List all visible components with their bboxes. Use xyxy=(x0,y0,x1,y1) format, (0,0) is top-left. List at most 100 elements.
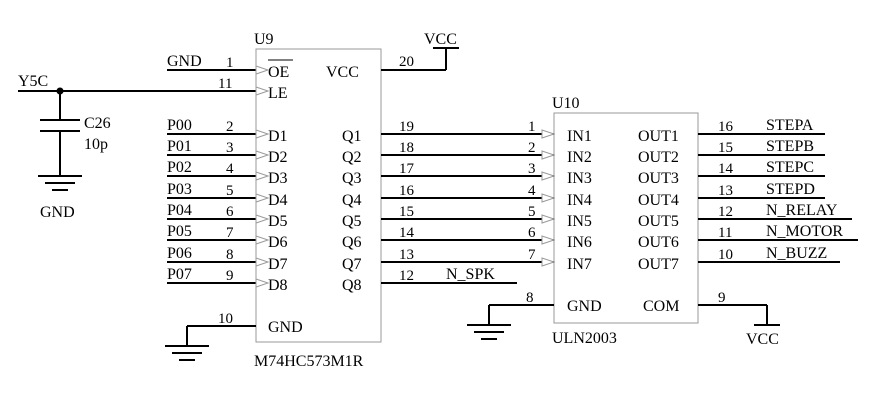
u10-pin-out6: 11 OUT6 N_MOTOR xyxy=(638,223,858,251)
svg-text:COM: COM xyxy=(643,298,679,315)
u10-input-markers xyxy=(541,129,556,267)
u9-pin-vcc: 20 VCC VCC xyxy=(326,31,459,81)
svg-text:IN5: IN5 xyxy=(567,213,592,230)
svg-text:D6: D6 xyxy=(268,234,288,251)
svg-text:Q8: Q8 xyxy=(342,277,362,294)
svg-text:10: 10 xyxy=(218,311,233,327)
net-label-stepb: STEPB xyxy=(766,138,814,155)
ground-symbol-u9 xyxy=(165,345,209,361)
net-label-n-spk: N_SPK xyxy=(446,266,495,283)
svg-text:OUT4: OUT4 xyxy=(638,192,679,209)
svg-text:Q6: Q6 xyxy=(342,234,362,251)
u10-pin-out4: 13 OUT4 STEPD xyxy=(638,181,825,209)
svg-text:Q2: Q2 xyxy=(342,149,362,166)
svg-text:16: 16 xyxy=(718,119,734,135)
u9-pin-d5: 6 P04 D5 xyxy=(167,202,288,230)
ground-symbol-u10 xyxy=(467,324,511,340)
u9-pin-q7: 13 Q7 xyxy=(342,247,554,273)
svg-text:OUT5: OUT5 xyxy=(638,213,679,230)
svg-text:10: 10 xyxy=(718,247,733,263)
u9-pin-le: 11 LE xyxy=(60,76,288,102)
svg-text:13: 13 xyxy=(399,247,414,263)
net-label-stepa: STEPA xyxy=(766,117,814,134)
u10-pin-in1: 1 IN1 xyxy=(528,119,592,145)
svg-text:7: 7 xyxy=(528,247,536,263)
svg-text:15: 15 xyxy=(399,204,414,220)
u10-pin-in6: 6 IN6 xyxy=(528,225,592,251)
svg-text:GND: GND xyxy=(567,298,602,315)
svg-text:5: 5 xyxy=(528,204,536,220)
svg-text:IN1: IN1 xyxy=(567,128,592,145)
svg-text:P00: P00 xyxy=(167,117,192,134)
svg-text:D2: D2 xyxy=(268,149,288,166)
svg-text:IN4: IN4 xyxy=(567,192,592,209)
svg-text:VCC: VCC xyxy=(326,64,359,81)
svg-text:14: 14 xyxy=(718,161,734,177)
u9-designator: U9 xyxy=(254,31,274,48)
svg-text:3: 3 xyxy=(528,161,536,177)
svg-text:2: 2 xyxy=(226,119,234,135)
u10-designator: U10 xyxy=(552,95,580,112)
svg-text:15: 15 xyxy=(718,140,733,156)
svg-text:D5: D5 xyxy=(268,213,288,230)
net-label-n-buzz: N_BUZZ xyxy=(766,245,827,262)
u9-pin-d8: 9 P07 D8 xyxy=(167,266,288,294)
svg-text:8: 8 xyxy=(526,290,534,306)
u9-pin-q6: 14 Q6 xyxy=(342,225,554,251)
svg-text:9: 9 xyxy=(718,290,726,306)
u10-pin-in3: 3 IN3 xyxy=(528,161,592,187)
net-label-y5c: Y5C xyxy=(18,73,48,90)
svg-text:13: 13 xyxy=(718,183,733,199)
u10-pin-out1: 16 OUT1 STEPA xyxy=(638,117,825,145)
svg-text:11: 11 xyxy=(718,225,732,241)
svg-text:IN3: IN3 xyxy=(567,170,592,187)
svg-text:OUT7: OUT7 xyxy=(638,256,679,273)
u10-pin-com: 9 COM VCC xyxy=(643,290,780,348)
u9-pin-d3: 4 P02 D3 xyxy=(167,159,288,187)
svg-text:D1: D1 xyxy=(268,128,288,145)
svg-text:17: 17 xyxy=(399,161,415,177)
svg-text:Q3: Q3 xyxy=(342,170,362,187)
svg-text:P01: P01 xyxy=(167,138,192,155)
svg-text:11: 11 xyxy=(218,76,232,92)
u9-pin-q3: 17 Q3 xyxy=(342,161,554,187)
u10-pin-gnd: 8 GND xyxy=(488,290,602,325)
u10-pin-out3: 14 OUT3 STEPC xyxy=(638,159,825,187)
u10-part-number: ULN2003 xyxy=(552,330,617,347)
u9-input-markers xyxy=(255,65,270,288)
u9-body xyxy=(255,48,382,343)
ground-symbol-c26: GND xyxy=(38,175,82,221)
svg-text:Q1: Q1 xyxy=(342,128,362,145)
u9-part-number: M74HC573M1R xyxy=(254,353,364,370)
u9-pin-oe: 1 GND OE xyxy=(167,53,293,81)
net-label-stepd: STEPD xyxy=(766,181,815,198)
svg-text:2: 2 xyxy=(528,140,536,156)
svg-text:OE: OE xyxy=(268,64,289,81)
u9-pin-q2: 18 Q2 xyxy=(342,140,554,166)
svg-text:P05: P05 xyxy=(167,223,192,240)
svg-text:8: 8 xyxy=(226,247,234,263)
svg-text:4: 4 xyxy=(528,183,536,199)
c26-value: 10p xyxy=(84,136,108,153)
svg-text:D3: D3 xyxy=(268,170,288,187)
svg-text:Q5: Q5 xyxy=(342,213,362,230)
svg-text:19: 19 xyxy=(399,119,414,135)
net-label-n-motor: N_MOTOR xyxy=(766,223,843,240)
c26-designator: C26 xyxy=(84,115,111,132)
u9-pin-d1: 2 P00 D1 xyxy=(167,117,288,145)
vcc-label-top: VCC xyxy=(424,31,457,48)
svg-text:IN2: IN2 xyxy=(567,149,592,166)
svg-text:OUT3: OUT3 xyxy=(638,170,679,187)
svg-text:OUT6: OUT6 xyxy=(638,234,679,251)
svg-text:IN6: IN6 xyxy=(567,234,592,251)
u10-pin-in4: 4 IN4 xyxy=(528,183,592,209)
svg-text:4: 4 xyxy=(226,161,234,177)
svg-text:D8: D8 xyxy=(268,277,288,294)
capacitor-c26: C26 10p xyxy=(40,91,111,176)
svg-text:LE: LE xyxy=(268,85,288,102)
svg-text:OUT1: OUT1 xyxy=(638,128,679,145)
svg-text:1: 1 xyxy=(528,119,536,135)
u10-body xyxy=(553,112,699,324)
u9-pin-q5: 15 Q5 xyxy=(342,204,554,230)
